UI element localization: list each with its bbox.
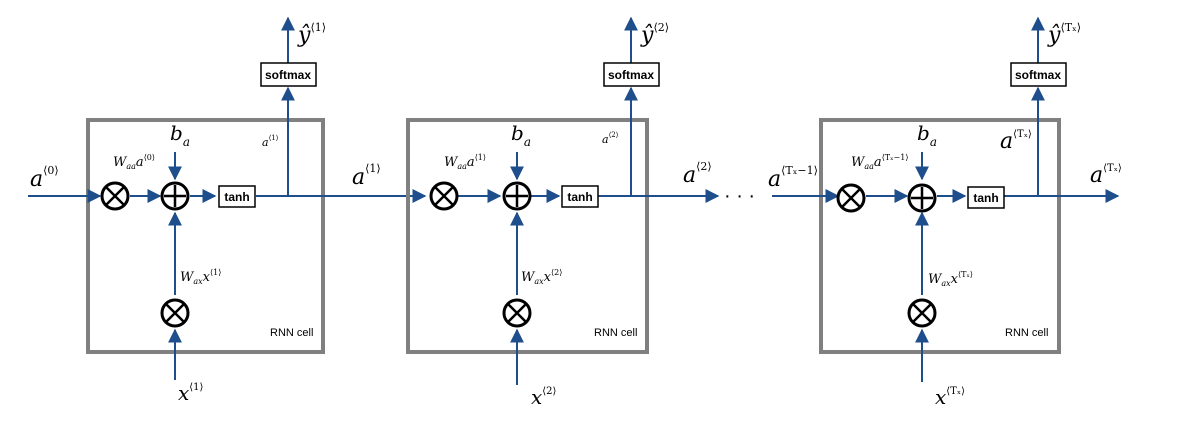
output-label: ŷ⟨Tₓ⟩ bbox=[1047, 21, 1081, 48]
waa-term-label: Waaa⟨Tₓ−1⟩ bbox=[851, 153, 908, 171]
inner-activation-label: a⟨1⟩ bbox=[262, 134, 279, 149]
multiply-node-input bbox=[160, 298, 190, 328]
multiply-node-hidden bbox=[100, 181, 130, 211]
bias-label: ba bbox=[917, 121, 937, 149]
wax-term-label: Waxx⟨1⟩ bbox=[180, 268, 221, 286]
softmax-box bbox=[603, 62, 660, 87]
cell-label: RNN cell bbox=[1005, 327, 1048, 339]
tanh-label: tanh bbox=[973, 191, 998, 205]
incoming-activation-label: a⟨Tₓ−1⟩ bbox=[768, 164, 818, 192]
tanh-box bbox=[967, 186, 1005, 209]
tanh-box bbox=[218, 185, 256, 208]
wax-term-label: Waxx⟨Tₓ⟩ bbox=[928, 270, 973, 288]
bias-label: ba bbox=[511, 121, 531, 149]
input-label: x⟨Tₓ⟩ bbox=[935, 385, 965, 409]
softmax-box bbox=[1010, 62, 1067, 87]
multiply-node-hidden bbox=[836, 183, 866, 213]
rnn-cell-2: RNN cell tanh softmax ba Waaa⟨1⟩ Waxx⟨2⟩… bbox=[406, 16, 720, 409]
waa-term-label: Waaa⟨1⟩ bbox=[444, 153, 486, 171]
bias-label: ba bbox=[170, 121, 190, 149]
add-node bbox=[502, 181, 532, 211]
input-label: x⟨1⟩ bbox=[178, 381, 204, 405]
outer-activation-label: a⟨Tₓ⟩ bbox=[1090, 163, 1122, 188]
softmax-box bbox=[260, 62, 317, 87]
outer-activation-label: a⟨1⟩ bbox=[352, 162, 381, 190]
add-node bbox=[907, 183, 937, 213]
cell-border bbox=[406, 118, 649, 354]
inner-activation-label: a⟨2⟩ bbox=[602, 131, 619, 146]
rnn-cell-last: RNN cell a⟨Tₓ−1⟩ tanh softmax ba Waaa⟨Tₓ… bbox=[768, 16, 1122, 409]
softmax-label: softmax bbox=[265, 68, 311, 82]
tanh-box bbox=[561, 185, 599, 208]
ellipsis: · · · bbox=[724, 185, 755, 207]
tanh-label: tanh bbox=[567, 190, 592, 204]
input-label: x⟨2⟩ bbox=[531, 385, 557, 409]
output-label: ŷ⟨2⟩ bbox=[640, 21, 669, 48]
outer-activation-label: a⟨2⟩ bbox=[683, 160, 712, 188]
waa-term-label: Waaa⟨0⟩ bbox=[113, 153, 155, 171]
initial-activation-label: a⟨0⟩ bbox=[30, 164, 59, 192]
multiply-node-input bbox=[502, 298, 532, 328]
output-label: ŷ⟨1⟩ bbox=[297, 21, 326, 48]
wax-term-label: Waxx⟨2⟩ bbox=[521, 268, 562, 286]
rnn-cell-1: RNN cell a⟨0⟩ tanh softmax bbox=[28, 16, 427, 405]
add-node bbox=[160, 181, 190, 211]
cell-label: RNN cell bbox=[594, 327, 637, 339]
softmax-label: softmax bbox=[1015, 68, 1061, 82]
multiply-node-hidden bbox=[429, 181, 459, 211]
cell-border bbox=[819, 118, 1061, 354]
tanh-label: tanh bbox=[224, 190, 249, 204]
inner-activation-label: a⟨Tₓ⟩ bbox=[1000, 129, 1032, 154]
multiply-node-input bbox=[907, 298, 937, 328]
cell-label: RNN cell bbox=[270, 327, 313, 339]
cell-border bbox=[86, 118, 325, 354]
softmax-label: softmax bbox=[608, 68, 654, 82]
